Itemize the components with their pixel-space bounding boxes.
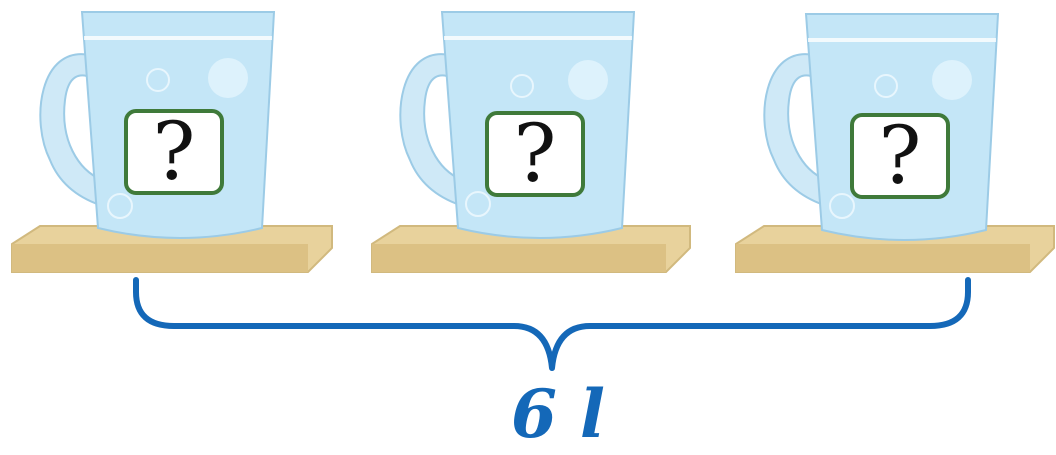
cup-3-unknown-box: ?: [850, 113, 950, 199]
shelf-1-front: [12, 244, 308, 272]
total-volume-label: 6 l: [478, 378, 638, 450]
bubble-1a: [146, 68, 170, 92]
bubble-1b: [208, 58, 248, 98]
total-volume-unit: l: [579, 375, 605, 453]
bubble-3c: [829, 193, 855, 219]
bubble-2c: [465, 191, 491, 217]
bubble-2a: [510, 74, 534, 98]
total-brace: [133, 277, 971, 371]
bubble-1c: [107, 193, 133, 219]
bubble-3b: [932, 60, 972, 100]
shelf-2-front: [372, 244, 666, 272]
bubble-2b: [568, 60, 608, 100]
cup-3-question-mark: ?: [878, 109, 922, 202]
cup-group-3: [735, 13, 1055, 273]
total-volume-value: 6: [511, 375, 557, 453]
shelf-3-front: [736, 244, 1030, 272]
cup-1-unknown-box: ?: [124, 109, 224, 195]
bubble-3a: [874, 74, 898, 98]
cup-1-question-mark: ?: [152, 105, 196, 198]
cup-2-question-mark: ?: [513, 107, 557, 200]
cup-2-unknown-box: ?: [485, 111, 585, 197]
